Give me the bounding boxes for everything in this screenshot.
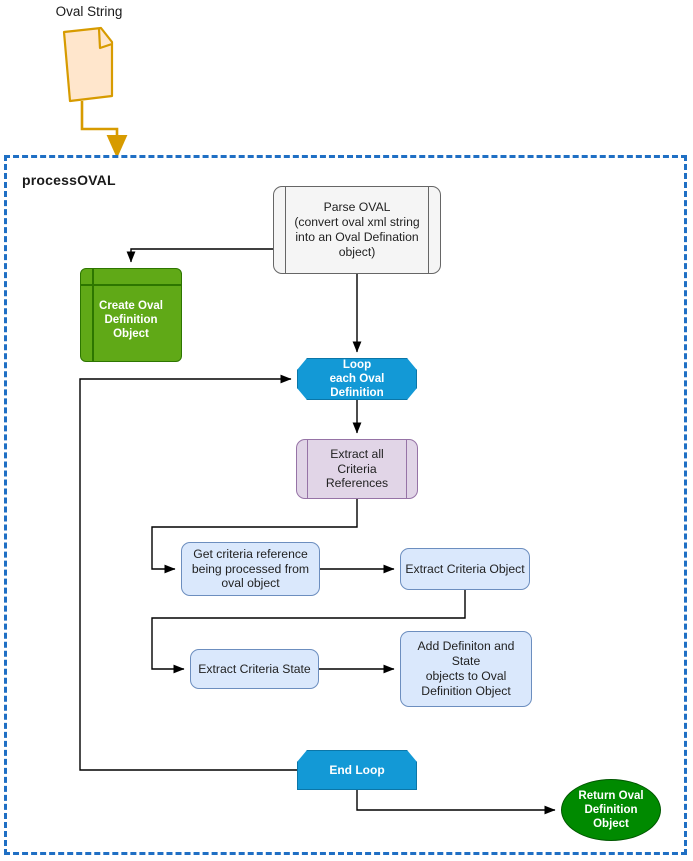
node-loop-each-oval-definition-label: Loop each Oval Definition	[329, 357, 385, 400]
document-note-icon	[62, 26, 114, 103]
node-get-criteria-reference[interactable]: Get criteria reference being processed f…	[181, 542, 320, 596]
node-extract-criteria-object[interactable]: Extract Criteria Object	[400, 548, 530, 590]
node-add-definiton-and-state-objects-label: Add Definiton and State objects to Oval …	[417, 639, 515, 698]
node-end-loop-label: End Loop	[329, 762, 385, 777]
node-extract-all-criteria-references-label: Extract all Criteria References	[325, 446, 389, 491]
node-extract-criteria-state[interactable]: Extract Criteria State	[190, 649, 319, 689]
process-container-label: processOVAL	[22, 172, 116, 188]
edge-parse-to-create	[126, 248, 273, 263]
node-return-oval-definition-object[interactable]: Return Oval Definition Object	[561, 779, 661, 841]
node-get-criteria-reference-label: Get criteria reference being processed f…	[191, 546, 310, 591]
edge-extract-object-to-extract-state	[151, 590, 466, 674]
process-container-processoval	[4, 155, 687, 855]
node-add-definiton-and-state-objects[interactable]: Add Definiton and State objects to Oval …	[400, 631, 532, 707]
document-note-label: Oval String	[55, 4, 123, 19]
node-loop-each-oval-definition[interactable]: Loop each Oval Definition	[297, 358, 417, 400]
edge-extract-all-to-get-criteria	[151, 499, 358, 574]
node-create-oval-definition-object[interactable]: Create Oval Definition Object	[80, 268, 182, 362]
node-create-oval-definition-object-label: Create Oval Definition Object	[99, 299, 163, 340]
edge-oval-string-to-container	[80, 101, 128, 159]
node-end-loop[interactable]: End Loop	[297, 750, 417, 790]
node-extract-all-criteria-references[interactable]: Extract all Criteria References	[296, 439, 418, 499]
node-parse-oval[interactable]: Parse OVAL (convert oval xml string into…	[273, 186, 441, 274]
node-parse-oval-label: Parse OVAL (convert oval xml string into…	[294, 200, 420, 259]
edge-end-loop-to-return	[356, 790, 556, 815]
node-extract-criteria-object-label: Extract Criteria Object	[405, 561, 525, 576]
node-extract-criteria-state-label: Extract Criteria State	[198, 661, 311, 676]
node-return-oval-definition-object-label: Return Oval Definition Object	[578, 789, 644, 830]
edge-end-loop-to-loop-start	[79, 374, 297, 771]
